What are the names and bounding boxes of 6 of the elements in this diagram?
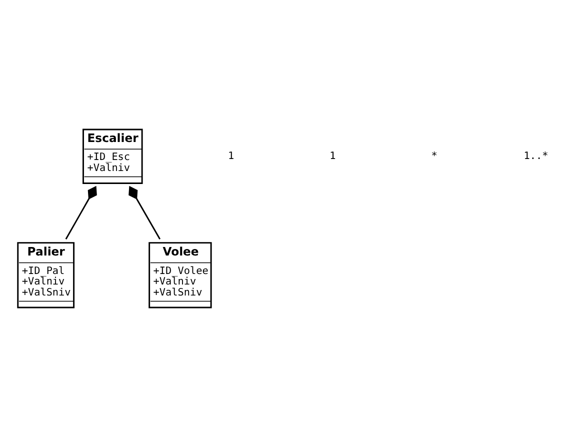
connector <box>128 186 161 240</box>
label: 1..* <box>524 151 548 162</box>
label: 1 <box>330 151 336 162</box>
label: 1 <box>228 151 234 162</box>
connector <box>65 186 97 240</box>
label: * <box>431 151 438 162</box>
